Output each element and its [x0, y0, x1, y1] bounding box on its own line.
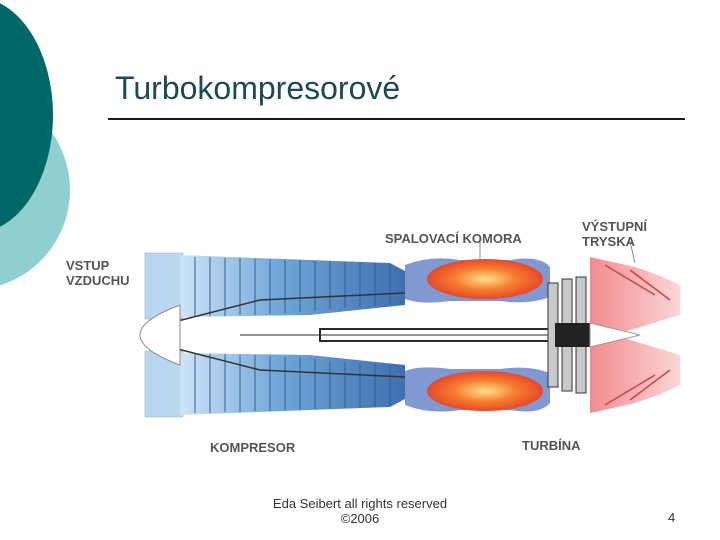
footer-copyright: Eda Seibert all rights reserved ©2006 [255, 496, 465, 526]
footer-line1: Eda Seibert all rights reserved [272, 496, 448, 511]
nozzle-pointer [629, 240, 636, 264]
exhaust-nozzle-upper [590, 257, 680, 333]
turbine-hub [555, 323, 590, 347]
label-intake: VSTUP VZDUCHU [66, 258, 130, 288]
rotor-cone-upper [169, 292, 406, 324]
turbojet-diagram [139, 240, 680, 418]
label-compressor: KOMPRESOR [210, 440, 296, 455]
compressor-upper [180, 255, 405, 317]
footer-line2: ©2006 [340, 511, 380, 526]
title-divider [108, 118, 685, 120]
label-nozzle-line1: VÝSTUPNÍ [582, 219, 648, 234]
label-intake-line1: VSTUP [66, 258, 110, 273]
page-number: 4 [668, 510, 676, 525]
exhaust-nozzle-lower [590, 337, 680, 413]
flame-upper [427, 259, 543, 299]
label-combustion: SPALOVACÍ KOMORA [385, 231, 522, 246]
dark-teal-arc [0, 3, 53, 227]
slide-title: Turbokompresorové [115, 70, 401, 106]
compressor-lower [180, 353, 405, 415]
exhaust-arrows [604, 264, 671, 406]
label-turbine: TURBÍNA [522, 438, 581, 453]
label-nozzle-line2: TRYSKA [582, 234, 635, 249]
label-nozzle: VÝSTUPNÍ TRYSKA [582, 219, 647, 249]
exhaust-cone [589, 322, 641, 348]
compressor-blades [194, 257, 391, 413]
corner-decoration [0, 3, 70, 286]
nose-spinner [139, 304, 181, 366]
flame-lower [427, 371, 543, 411]
label-intake-line2: VZDUCHU [66, 273, 130, 288]
rotor-cone-lower [169, 346, 406, 378]
